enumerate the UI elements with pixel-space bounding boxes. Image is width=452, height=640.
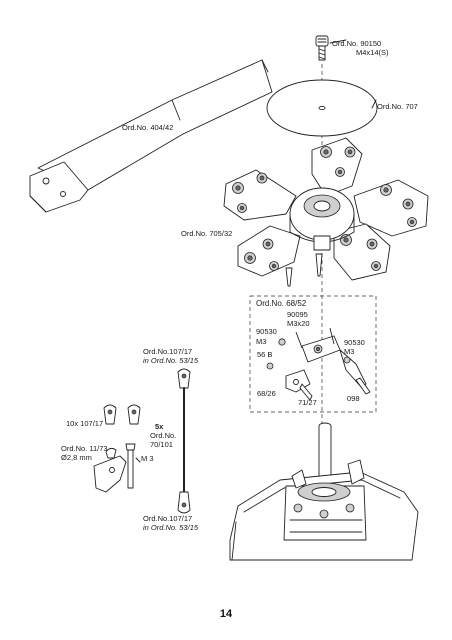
pin-ordno-label: Ord.No. 11/73 bbox=[61, 444, 108, 453]
rod-top-ordno-label: Ord.No.107/17 bbox=[143, 347, 193, 356]
disc-part bbox=[266, 79, 378, 137]
rod-bottom-in-label: in Ord.No. 53/15 bbox=[143, 523, 199, 532]
ball-links-label: 10x 107/17 bbox=[66, 419, 104, 428]
screw-ordno-label: Ord.No. 90150 bbox=[332, 39, 382, 48]
pin-diameter-label: Ø2,8 mm bbox=[61, 453, 92, 462]
part-90530-left-spec-label: M3 bbox=[256, 337, 267, 346]
part-71-27-label: 71/27 bbox=[298, 398, 317, 407]
part-90095-label: 90095 bbox=[287, 310, 308, 319]
part-098-label: 098 bbox=[347, 394, 360, 403]
part-90530-right-spec-label: M3 bbox=[344, 347, 355, 356]
blade-label: Ord.No. 404/42 bbox=[122, 123, 174, 132]
pin-thread-label: M 3 bbox=[141, 454, 154, 463]
rod-top-in-label: in Ord.No. 53/15 bbox=[143, 356, 199, 365]
part-90530-right-label: 90530 bbox=[344, 338, 365, 347]
leader-lines bbox=[135, 39, 377, 463]
frame-gearbox-part bbox=[229, 459, 419, 561]
part-68-26-label: 68/26 bbox=[257, 389, 276, 398]
rotor-blade-part bbox=[29, 59, 273, 213]
page-number: 14 bbox=[219, 608, 233, 620]
parts-group-box bbox=[249, 295, 377, 413]
screw-spec-label: M4x14(S) bbox=[356, 48, 389, 57]
ball-link-part bbox=[103, 404, 141, 425]
part-90095-spec-label: M3x20 bbox=[287, 319, 310, 328]
rod-count-label: 5x bbox=[155, 422, 164, 431]
mixer-assembly-part bbox=[266, 327, 371, 401]
part-56b-label: 56 B bbox=[257, 350, 273, 359]
rod-ordno-val-label: 70/101 bbox=[150, 440, 173, 449]
rod-bottom-ordno-label: Ord.No.107/17 bbox=[143, 514, 193, 523]
pin-part bbox=[125, 443, 136, 489]
rod-ordno-label: Ord.No. bbox=[150, 431, 177, 440]
head-label: Ord.No. 705/32 bbox=[181, 229, 233, 238]
rotor-head-part bbox=[223, 137, 429, 287]
screw-part bbox=[315, 35, 329, 61]
push-rod-part bbox=[177, 368, 191, 514]
group-title-label: Ord.No. 68/52 bbox=[256, 299, 307, 308]
bellcrank-part bbox=[93, 447, 127, 493]
part-90530-left-label: 90530 bbox=[256, 327, 277, 336]
disc-label: Ord.No. 707 bbox=[377, 102, 418, 111]
